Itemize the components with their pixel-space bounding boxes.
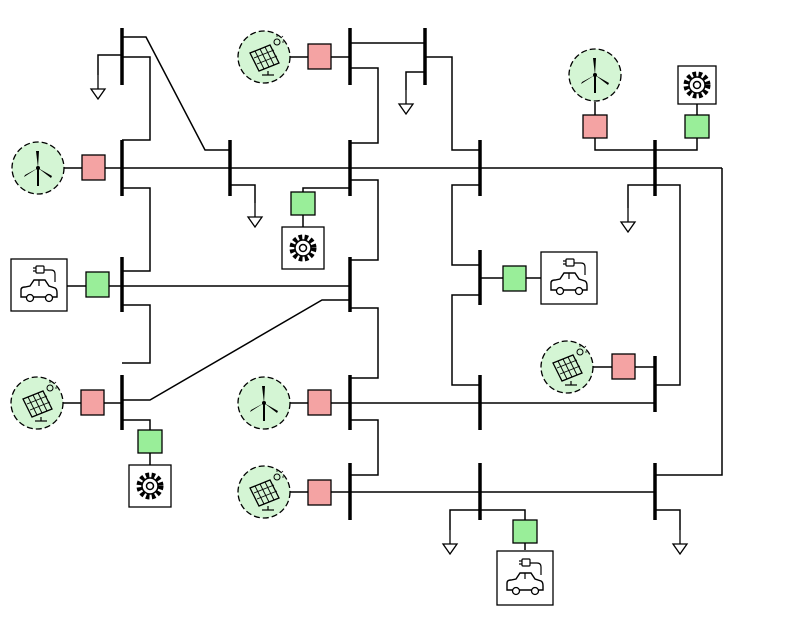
load-converter[interactable] bbox=[137, 429, 163, 454]
wind-turbine-device[interactable] bbox=[11, 141, 65, 195]
line bbox=[451, 294, 480, 386]
load-converter[interactable] bbox=[512, 519, 538, 544]
bus-bars bbox=[120, 28, 657, 520]
line bbox=[122, 299, 350, 401]
line bbox=[425, 56, 480, 151]
load-arrow-icon bbox=[398, 89, 414, 115]
line bbox=[449, 509, 480, 530]
line bbox=[122, 56, 151, 141]
line bbox=[122, 419, 151, 430]
load-converter[interactable] bbox=[85, 271, 110, 298]
line bbox=[122, 36, 230, 151]
generator-converter[interactable] bbox=[81, 154, 106, 181]
line bbox=[97, 54, 122, 75]
line bbox=[350, 67, 379, 144]
line bbox=[230, 184, 256, 203]
electric-car-device[interactable] bbox=[540, 251, 598, 305]
transmission-lines bbox=[63, 36, 723, 550]
load-arrow-icon bbox=[90, 74, 106, 100]
load-arrow-icon bbox=[672, 529, 688, 555]
generator-converter[interactable] bbox=[307, 479, 332, 506]
line bbox=[350, 179, 379, 261]
generator-converter[interactable] bbox=[80, 389, 105, 416]
line bbox=[655, 168, 723, 476]
generator-converter[interactable] bbox=[307, 43, 332, 70]
load-converter[interactable] bbox=[290, 191, 316, 216]
generator-converter[interactable] bbox=[307, 389, 332, 416]
load-converter[interactable] bbox=[502, 265, 527, 292]
line bbox=[655, 184, 681, 386]
load-arrow-icon bbox=[247, 202, 263, 228]
wind-turbine-device[interactable] bbox=[568, 48, 622, 102]
load-converter[interactable] bbox=[684, 114, 710, 139]
gear-icon bbox=[686, 74, 708, 96]
solar-panel-device[interactable] bbox=[540, 340, 594, 394]
gear-device[interactable] bbox=[128, 464, 172, 508]
line bbox=[350, 307, 379, 379]
line bbox=[627, 184, 655, 208]
devices bbox=[10, 30, 717, 606]
line bbox=[122, 304, 151, 364]
generator-converter[interactable] bbox=[611, 353, 636, 380]
generator-converter[interactable] bbox=[582, 114, 608, 139]
gear-icon bbox=[139, 475, 161, 497]
gear-device[interactable] bbox=[677, 65, 717, 105]
electric-car-device[interactable] bbox=[496, 550, 554, 606]
gear-device[interactable] bbox=[281, 226, 325, 270]
solar-panel-device[interactable] bbox=[237, 30, 291, 84]
converters bbox=[80, 43, 710, 544]
load-arrow-icon bbox=[620, 207, 636, 233]
line bbox=[451, 184, 480, 266]
load-arrow-icon bbox=[442, 529, 458, 555]
solar-panel-device[interactable] bbox=[237, 465, 291, 519]
gear-icon bbox=[292, 237, 314, 259]
line bbox=[405, 71, 425, 90]
line bbox=[122, 187, 151, 272]
wind-turbine-device[interactable] bbox=[237, 376, 291, 430]
electric-car-device[interactable] bbox=[10, 258, 68, 312]
line bbox=[655, 509, 681, 530]
loads bbox=[90, 74, 688, 555]
line bbox=[350, 419, 379, 476]
solar-panel-device[interactable] bbox=[10, 376, 64, 430]
